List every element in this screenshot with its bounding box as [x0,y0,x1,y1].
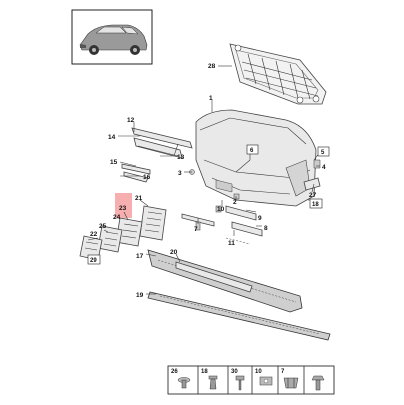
callout-27: 27 [309,192,317,199]
callout-15: 15 [110,159,118,166]
upper-grille [131,127,193,159]
callout-28: 28 [208,63,216,70]
highlight-23-box [115,193,132,218]
bolt-icon [311,375,325,391]
callout-5: 5 [321,150,325,156]
legend-cell-1: 26 [167,365,199,395]
screw-icon [235,375,245,391]
vehicle-thumbnail [71,9,153,65]
callout-19: 19 [136,292,144,299]
spreading-nut-icon [259,376,273,386]
spoiler-trim [175,261,253,293]
legend-label-2: 18 [201,369,208,375]
callout-6: 6 [250,148,254,154]
callout-2: 2 [233,199,237,206]
callout-8: 8 [264,225,268,232]
callout-16: 16 [143,174,151,181]
callout-11: 11 [228,240,235,247]
callout-14: 14 [108,134,116,141]
callout-20: 20 [170,249,178,256]
callout-13: 13 [177,154,185,161]
callout-23: 23 [119,205,127,212]
legend-label-1: 26 [171,369,178,375]
bottom-strip [147,291,331,341]
legend-label-3: 30 [231,369,238,375]
push-clip-icon [177,377,191,389]
grille-inserts [79,205,167,261]
callout-18: 18 [312,202,319,208]
clip-icon [283,377,299,389]
callout-17: 17 [136,253,144,260]
callout-7: 7 [194,226,198,233]
callout-21: 21 [135,195,143,202]
legend-label-4: 10 [255,369,262,375]
bumper-cover [195,109,317,207]
callout-25: 25 [99,223,107,230]
callout-22: 22 [90,231,98,238]
legend-cell-2: 18 [197,365,229,395]
callout-4: 4 [322,164,326,171]
legend-label-5: 7 [281,369,285,375]
callout-1: 1 [209,95,213,102]
callout-9: 9 [258,215,262,222]
expansion-rivet-icon [208,375,218,390]
fastener-legend: 26 18 30 10 [167,365,335,395]
callout-labels: 28 1 12 14 13 15 16 3 6 5 4 27 18 21 23 … [87,63,330,299]
trim-strip-15 [121,163,151,175]
grille-carrier [229,43,327,105]
callout-24: 24 [113,214,121,221]
callout-10: 10 [217,206,225,213]
leader-lines [87,65,321,295]
callout-29: 29 [90,258,97,264]
callout-3: 3 [178,170,182,177]
callout-12: 12 [127,117,135,124]
legend-cell-6 [303,365,335,395]
